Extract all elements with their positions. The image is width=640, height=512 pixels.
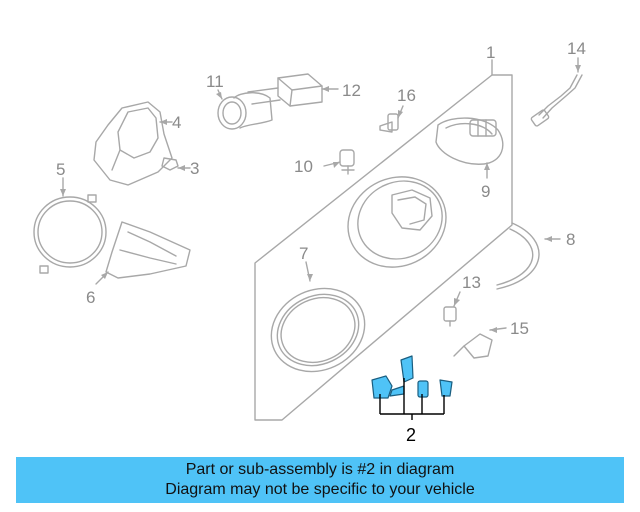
callout-8: 8 <box>566 230 575 249</box>
callout-5: 5 <box>56 160 65 179</box>
callout-10: 10 <box>294 157 313 176</box>
part-10-bulb <box>323 149 355 175</box>
part-14-wire-harness <box>530 57 583 127</box>
part-11-level-motor <box>216 89 273 130</box>
callout-2: 2 <box>406 425 416 445</box>
part-7-lens <box>270 261 366 373</box>
callout-15: 15 <box>510 319 529 338</box>
banner-line-part-reference: Part or sub-assembly is #2 in diagram <box>185 461 455 478</box>
callout-6: 6 <box>86 288 95 307</box>
parts-diagram: 1 2 3 4 5 6 7 8 9 10 11 12 13 14 15 16 <box>33 39 586 445</box>
callout-11: 11 <box>206 72 224 91</box>
callout-1: 1 <box>486 43 495 62</box>
callout-7: 7 <box>299 244 308 263</box>
part-8-trim-strip <box>496 222 561 290</box>
reflector-bowl <box>347 176 447 268</box>
part-3-clip <box>161 157 191 171</box>
part-6-air-duct <box>95 221 191 285</box>
part-4-bracket <box>93 101 173 186</box>
callout-9: 9 <box>481 182 490 201</box>
callout-labels: 1 2 3 4 5 6 7 8 9 10 11 12 13 14 15 16 <box>56 39 586 445</box>
part-1-headlight-housing <box>254 59 513 421</box>
callout-4: 4 <box>172 113 181 132</box>
part-5-seal-ring <box>33 177 107 274</box>
callout-13: 13 <box>462 273 481 292</box>
callout-3: 3 <box>190 159 199 178</box>
part-2-sockets-highlighted <box>371 355 453 399</box>
callout-12: 12 <box>342 81 361 100</box>
part-9-socket-cover <box>435 117 504 179</box>
callout-16: 16 <box>397 86 416 105</box>
callout-14: 14 <box>567 39 586 58</box>
info-banner: Part or sub-assembly is #2 in diagram Di… <box>16 457 624 503</box>
part-13-bulb <box>443 291 461 327</box>
callout-2-leaders <box>379 378 445 420</box>
banner-line-disclaimer: Diagram may not be specific to your vehi… <box>165 481 475 498</box>
part-16-screw <box>379 105 404 133</box>
part-15-bulb-socket <box>453 327 507 359</box>
part-12-control-module <box>247 73 339 107</box>
